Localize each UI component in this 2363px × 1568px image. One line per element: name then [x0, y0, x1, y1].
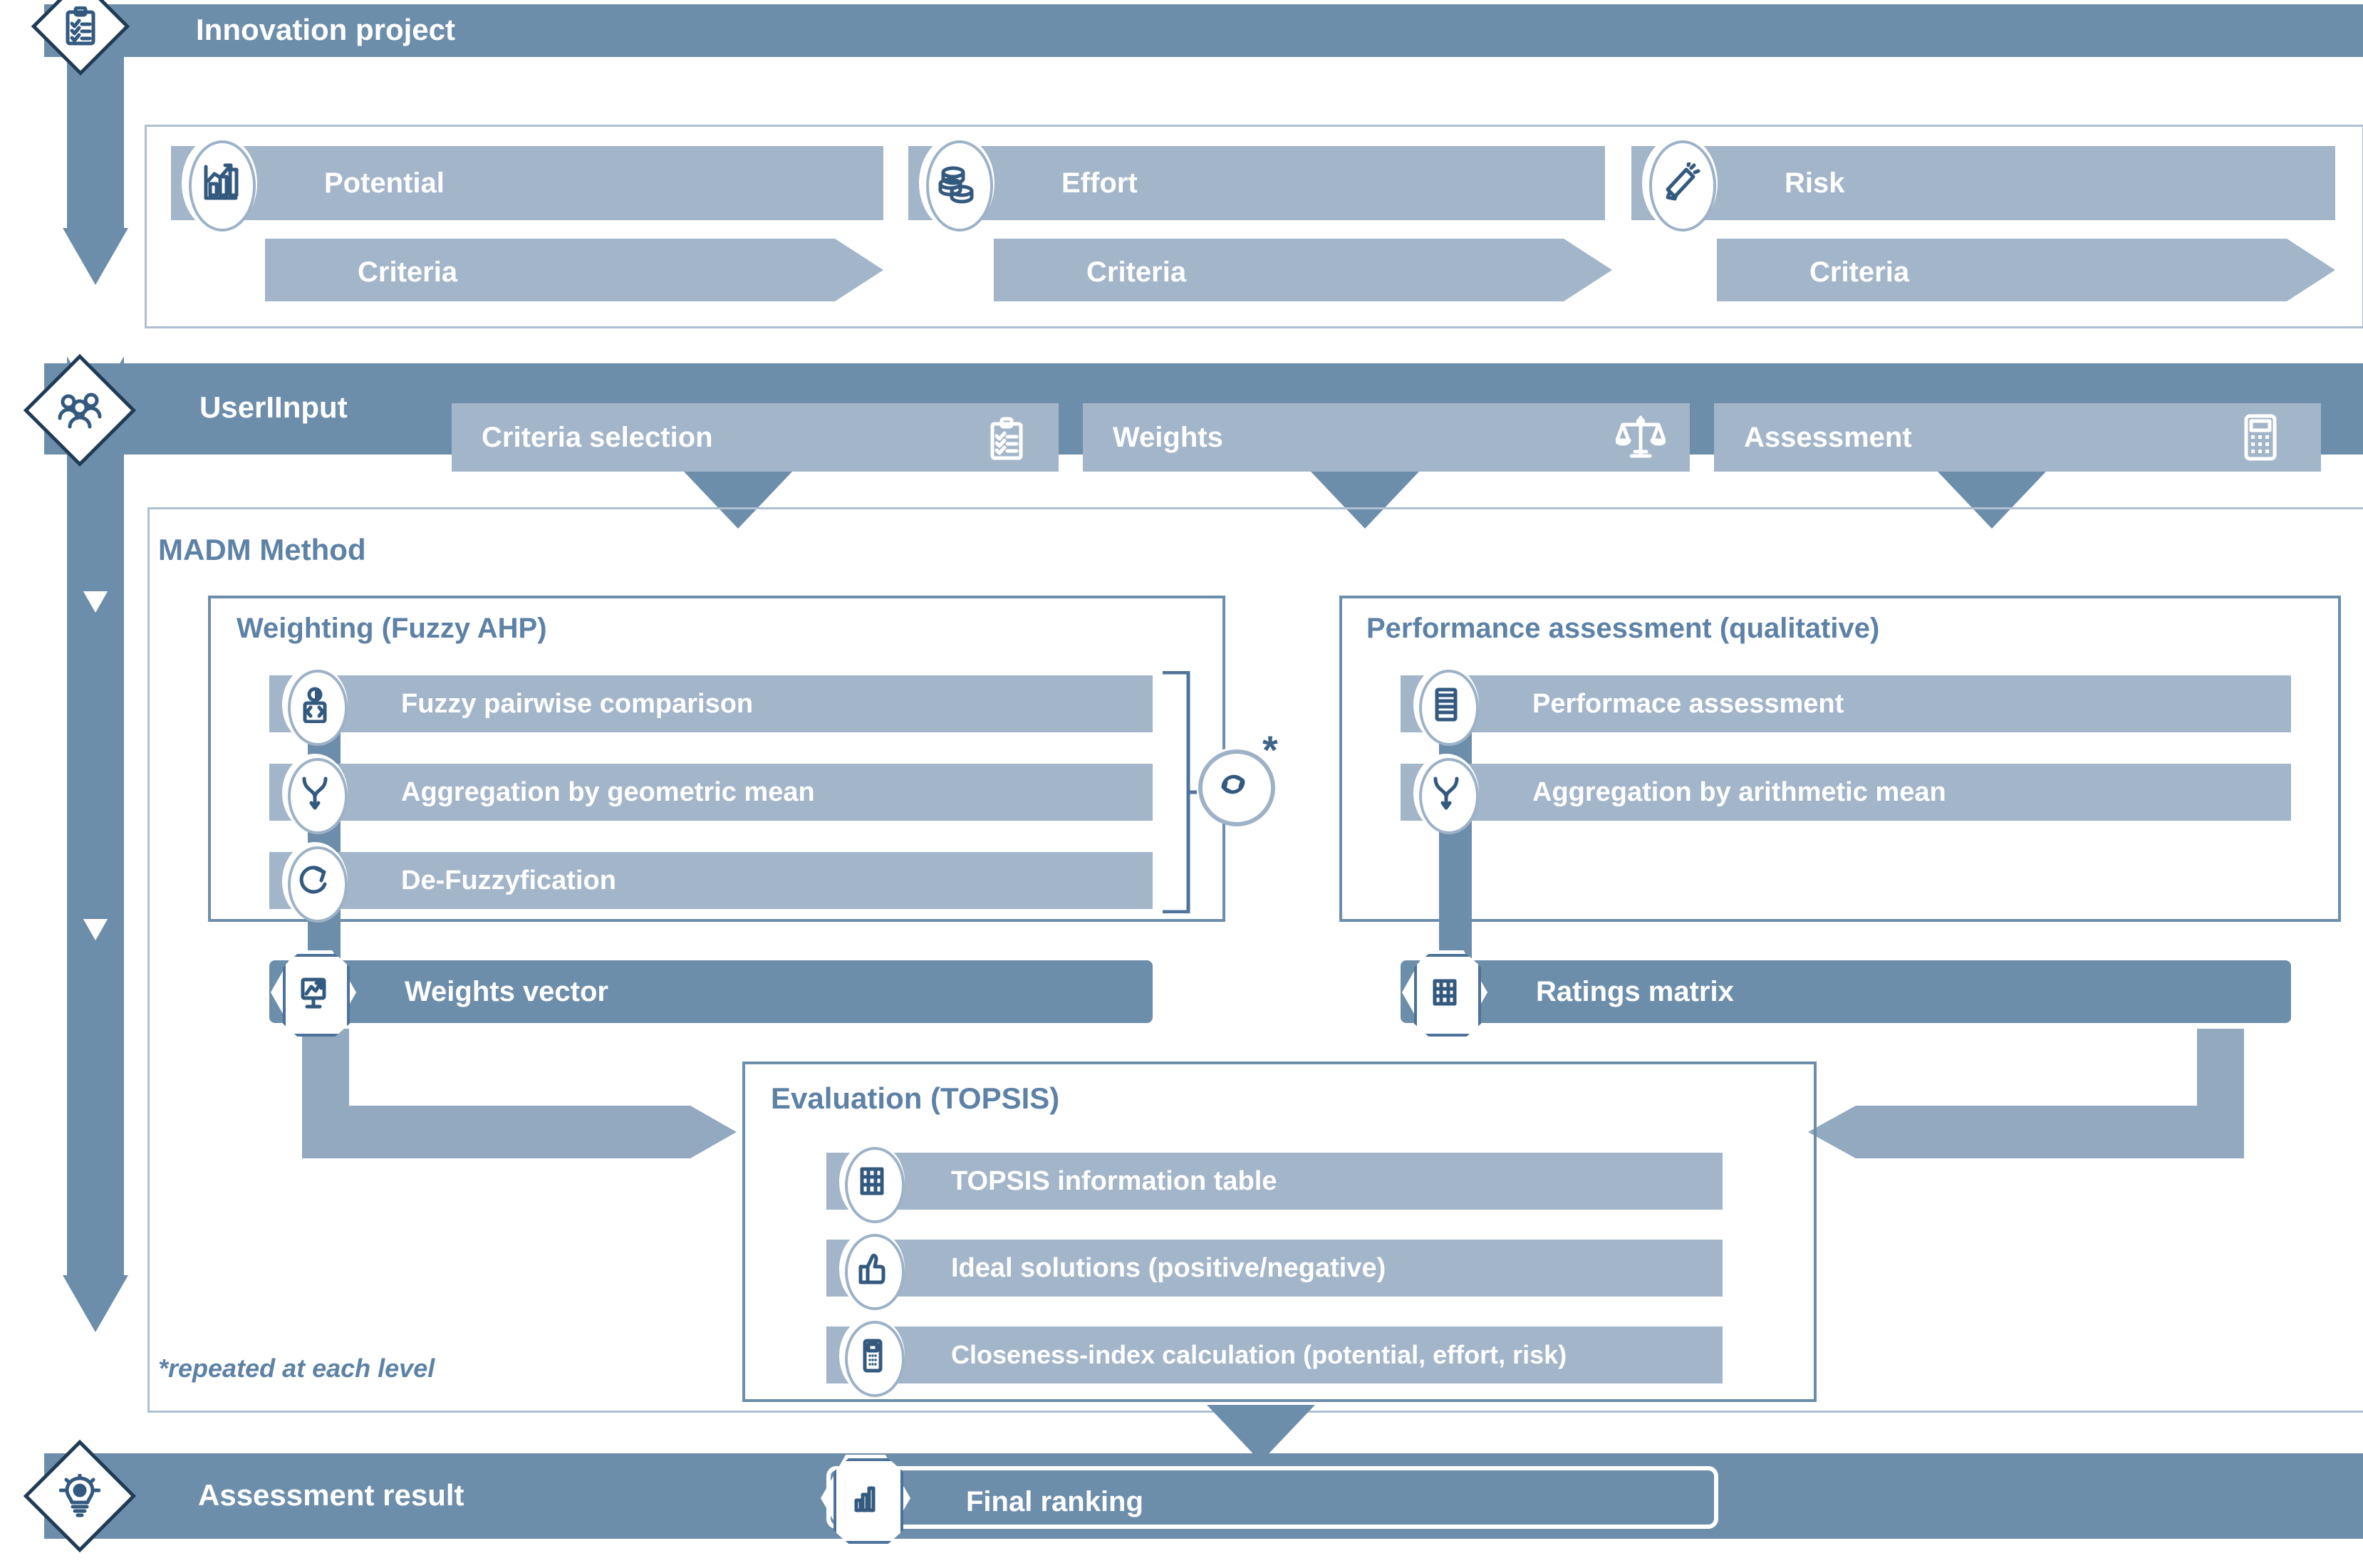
evaluation-box [742, 1061, 1817, 1402]
grid-table-icon [839, 1143, 905, 1223]
users-group-icon [58, 393, 102, 429]
user-input-label: UserIInput [199, 390, 348, 424]
expert-person-icon [282, 665, 348, 746]
weights-vector-bar[interactable]: Weights vector [269, 960, 1153, 1023]
weighting-step-3[interactable]: De-Fuzzyfication [269, 852, 1153, 909]
bar-chart-growth-icon [182, 135, 257, 232]
svg-text:Criteria: Criteria [1809, 256, 1910, 288]
innovation-project-label: Innovation project [196, 13, 456, 46]
evaluation-step-3[interactable]: Closeness-index calculation (potential, … [826, 1326, 1723, 1383]
evaluation-to-result-arrow [1207, 1405, 1315, 1462]
bar-chart-ranking-icon [821, 1455, 910, 1544]
step-label: Closeness-index calculation (potential, … [951, 1340, 1567, 1369]
weighting-step-1[interactable]: Fuzzy pairwise comparison [269, 675, 1153, 732]
step-label: Aggregation by geometric mean [401, 777, 815, 807]
step-label: Performace assessment [1532, 688, 1844, 719]
clipboard-checklist-icon [66, 6, 95, 46]
criteria-potential[interactable]: Criteria [265, 239, 883, 301]
criteria-risk[interactable]: Criteria [1717, 239, 2335, 301]
repeat-asterisk: * [1262, 727, 1278, 772]
lightbulb-gear-icon [59, 1474, 100, 1517]
dimension-label: Risk [1785, 167, 1845, 199]
circular-arrows-icon [1197, 748, 1275, 826]
final-ranking-bar[interactable]: Final ranking [826, 1466, 1718, 1529]
madm-method-title: MADM Method [158, 533, 366, 566]
innovation-project-diamond [31, 0, 130, 76]
evaluation-step-1[interactable]: TOPSIS information table [826, 1153, 1723, 1210]
ratings-matrix-label: Ratings matrix [1536, 976, 1734, 1007]
input-arrow-assessment [1938, 472, 2046, 529]
rail-arrow-3 [67, 563, 124, 919]
user-input-diamond [23, 353, 137, 467]
dimension-label: Effort [1061, 167, 1138, 199]
step-label: Fuzzy pairwise comparison [401, 688, 754, 719]
user-input-criteria-selection[interactable]: Criteria selection [452, 403, 1059, 472]
step-label: TOPSIS information table [951, 1165, 1277, 1196]
criteria-effort[interactable]: Criteria [994, 239, 1612, 301]
performance-box [1339, 596, 2341, 922]
innovation-project-band [44, 4, 2363, 57]
balance-scale-icon [1616, 415, 1666, 458]
final-ranking-label: Final ranking [966, 1486, 1143, 1517]
step-label: Aggregation by arithmetic mean [1532, 777, 1946, 807]
megaphone-icon [1642, 135, 1718, 232]
dimension-label: Potential [324, 167, 445, 199]
svg-text:Criteria: Criteria [1086, 256, 1187, 288]
calculator-icon [839, 1317, 905, 1397]
assessment-result-diamond [23, 1439, 137, 1553]
refresh-arrow-icon [282, 842, 348, 923]
step-label: Ideal solutions (positive/negative) [951, 1252, 1386, 1283]
calculator-icon [2244, 414, 2277, 461]
weighting-title: Weighting (Fuzzy AHP) [237, 613, 547, 644]
ratings-to-evaluation-arrow [1808, 1029, 2244, 1158]
user-input-assessment[interactable]: Assessment [1714, 403, 2321, 472]
evaluation-title: Evaluation (TOPSIS) [771, 1081, 1060, 1115]
input-arrow-criteria [684, 472, 792, 529]
step-label: De-Fuzzyfication [401, 865, 616, 895]
user-input-label: Assessment [1744, 421, 1912, 453]
coins-stack-icon [919, 135, 994, 232]
performance-step-1[interactable]: Performace assessment [1401, 675, 2291, 732]
weights-to-evaluation-arrow [302, 1029, 737, 1158]
presentation-chart-icon [271, 950, 356, 1037]
grid-table-icon [1402, 950, 1487, 1037]
dimension-effort[interactable]: Effort [908, 146, 1605, 220]
input-arrow-weights [1311, 472, 1419, 529]
user-input-weights[interactable]: Weights [1083, 403, 1690, 472]
dimension-risk[interactable]: Risk [1631, 146, 2335, 220]
rail-arrow-1 [63, 57, 128, 285]
clipboard-checklist-icon [990, 417, 1023, 460]
svg-text:Criteria: Criteria [358, 256, 458, 288]
weighting-step-2[interactable]: Aggregation by geometric mean [269, 764, 1153, 821]
madm-footnote: *repeated at each level [158, 1354, 435, 1383]
performance-title: Performance assessment (qualitative) [1366, 613, 1880, 644]
merge-arrows-icon [1413, 754, 1479, 834]
rail-arrow-4 [63, 891, 128, 1332]
assessment-result-label: Assessment result [198, 1478, 464, 1512]
abacus-icon [1413, 665, 1479, 746]
merge-arrows-icon [282, 754, 348, 834]
thumbs-up-icon [839, 1230, 905, 1310]
repeat-bracket [1163, 671, 1197, 913]
user-input-label: Weights [1113, 421, 1223, 453]
weights-vector-label: Weights vector [405, 976, 608, 1007]
dimension-potential[interactable]: Potential [171, 146, 883, 220]
evaluation-step-2[interactable]: Ideal solutions (positive/negative) [826, 1240, 1723, 1297]
ratings-matrix-bar[interactable]: Ratings matrix [1401, 960, 2291, 1023]
performance-step-2[interactable]: Aggregation by arithmetic mean [1401, 764, 2291, 821]
user-input-label: Criteria selection [482, 421, 713, 453]
